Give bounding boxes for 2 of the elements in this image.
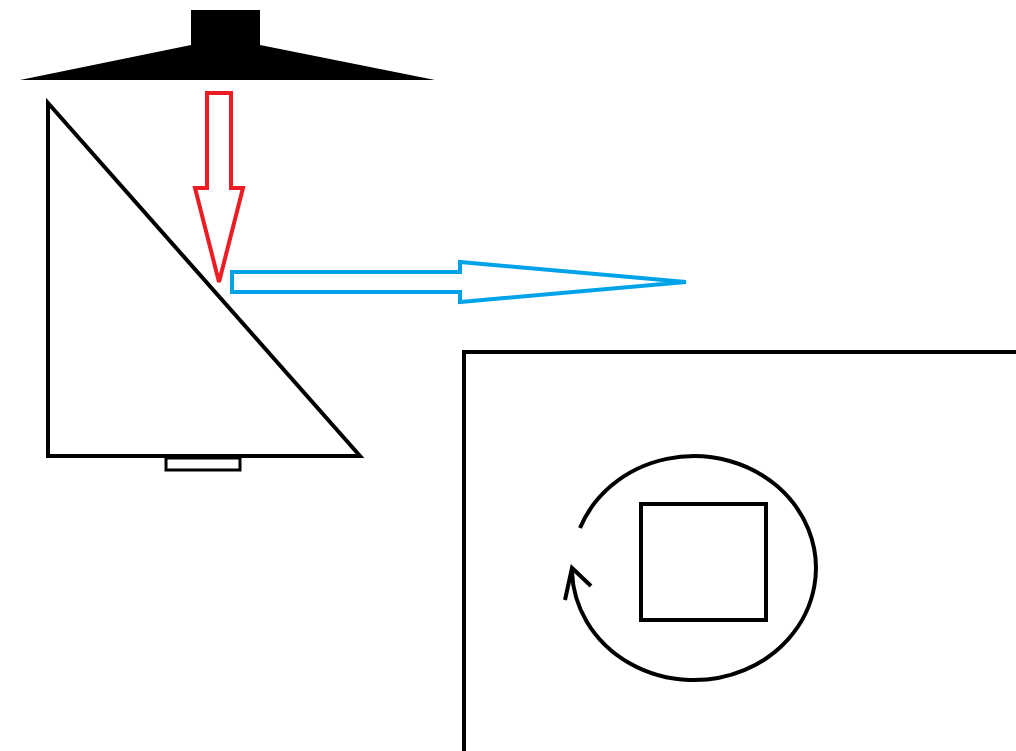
light-arrow bbox=[192, 91, 246, 284]
light-arrow bbox=[230, 259, 688, 305]
